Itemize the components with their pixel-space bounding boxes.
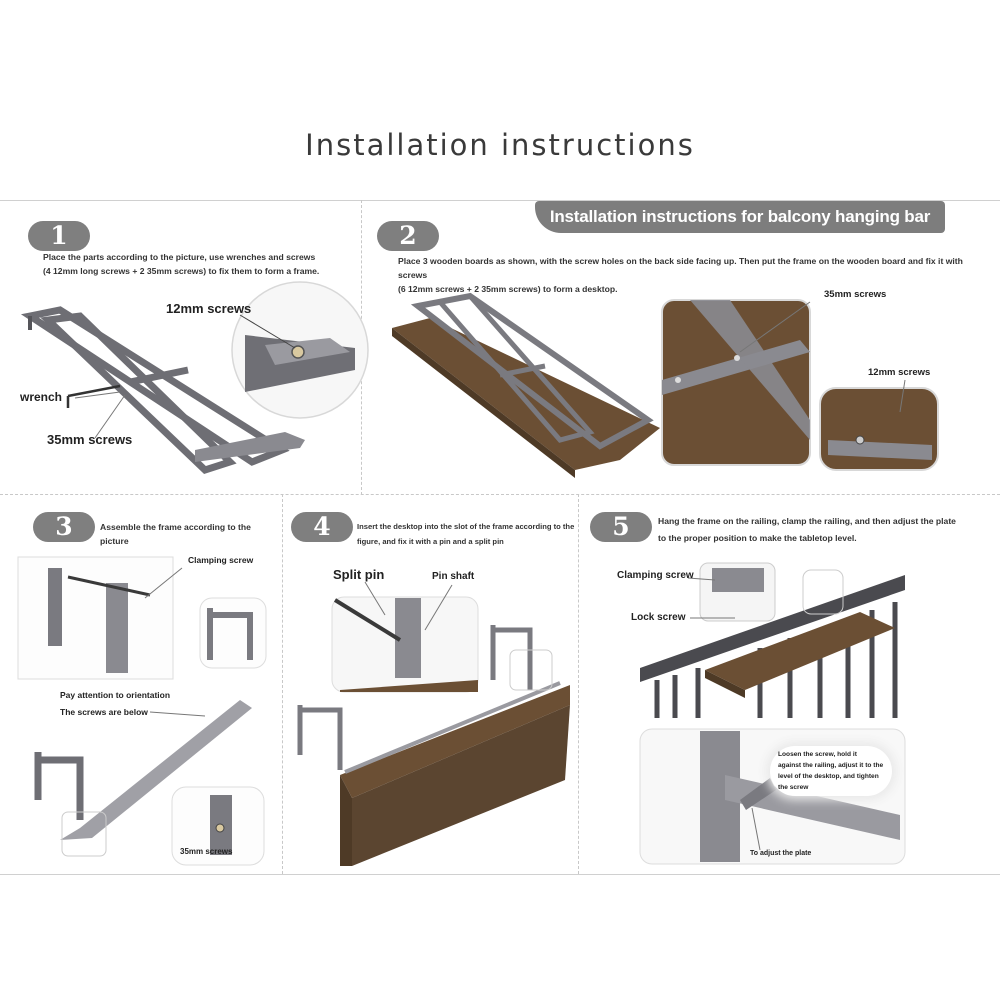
step5-label-adjust: To adjust the plate [750, 850, 812, 857]
step5-label-clamping: Clamping screw [617, 570, 694, 581]
step1-number-badge: 1 [28, 221, 90, 251]
step5-bubble-line1: Loosen the screw, hold it [778, 751, 857, 758]
step3-number-badge: 3 [33, 512, 95, 542]
step5-tip-bubble: Loosen the screw, hold it against the ra… [770, 746, 892, 796]
banner-title: Installation instructions for balcony ha… [535, 201, 945, 233]
step4-text-line2: figure, and fix it with a pin and a spli… [357, 537, 504, 546]
step2-text-line2: (6 12mm screws + 2 35mm screws) to form … [398, 284, 618, 294]
step3-label-attention1: Pay attention to orientation [60, 690, 171, 700]
step3-text-line1: Assemble the frame according to the pict… [100, 522, 251, 546]
step3-label-attention2: The screws are below [60, 707, 148, 717]
step5-text-line2: to the proper position to make the table… [658, 533, 857, 543]
grid-divider-4-5 [578, 494, 579, 874]
step2-label-35mm: 35mm screws [824, 289, 887, 300]
step1-label-wrench: wrench [20, 390, 63, 404]
step5-label-lock: Lock screw [631, 612, 686, 623]
step5-bubble-line3: level of the desktop, and tighten [778, 773, 879, 780]
grid-divider-3-4 [282, 494, 283, 874]
step1-label-12mm: 12mm screws [166, 301, 252, 316]
step3-frame-illustration [17, 556, 267, 866]
step5-number-badge: 5 [590, 512, 652, 542]
step1-text-line2: (4 12mm long screws + 2 35mm screws) to … [43, 266, 320, 276]
step2-text-line1: Place 3 wooden boards as shown, with the… [398, 256, 963, 280]
step2-corner-detail [819, 387, 939, 471]
step2-label-12mm: 12mm screws [868, 367, 931, 378]
page-title: Installation instructions [305, 128, 695, 162]
step2-instructions: Place 3 wooden boards as shown, with the… [398, 254, 988, 296]
step3-label-35mm: 35mm screws [180, 847, 233, 856]
step4-number-badge: 4 [291, 512, 353, 542]
grid-divider-row [0, 494, 1000, 495]
step4-label-split-pin: Split pin [333, 567, 385, 582]
step4-text-line1: Insert the desktop into the slot of the … [357, 522, 575, 531]
step5-text-line1: Hang the frame on the railing, clamp the… [658, 516, 956, 526]
leader-lines [74, 301, 906, 851]
step5-railing-illustration [640, 562, 905, 718]
step4-instructions: Insert the desktop into the slot of the … [357, 519, 577, 549]
grid-top-line [0, 200, 1000, 201]
grid-bottom-line [0, 874, 1000, 875]
step5-instructions: Hang the frame on the railing, clamp the… [658, 514, 978, 545]
step4-label-pin-shaft: Pin shaft [432, 571, 475, 582]
step1-label-35mm: 35mm screws [47, 432, 133, 447]
step3-label-clamping: Clamping screw [188, 555, 254, 565]
step1-instructions: Place the parts according to the picture… [43, 250, 358, 278]
step5-bubble-line2: against the railing, adjust it to the [778, 762, 884, 769]
step4-board-illustration [297, 596, 570, 866]
step2-detail-box [661, 299, 811, 466]
step2-number-badge: 2 [377, 221, 439, 251]
step1-text-line1: Place the parts according to the picture… [43, 252, 316, 262]
step5-bubble-line4: the screw [778, 784, 809, 791]
step1-detail-circle [231, 281, 369, 419]
step3-instructions: Assemble the frame according to the pict… [100, 520, 280, 548]
step2-board-illustration [392, 292, 660, 478]
step1-frame-illustration [20, 306, 305, 474]
